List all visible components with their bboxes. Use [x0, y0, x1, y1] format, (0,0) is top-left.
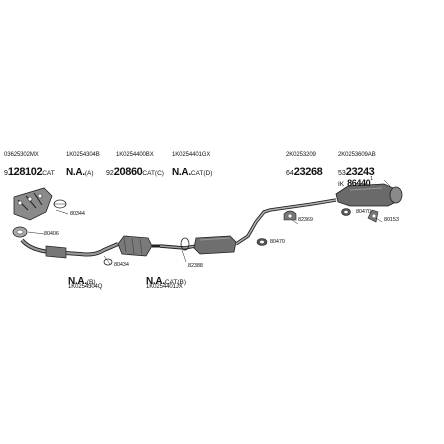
part-ref: 03625302MX	[4, 152, 39, 158]
bottom-group-2: 1K0254401JX	[146, 284, 183, 290]
intermediate-pipe	[159, 244, 197, 250]
part-ref: 1K0254401GX	[172, 152, 211, 158]
code-80470-b: 80470	[356, 209, 371, 215]
part-ref: IK	[338, 181, 345, 188]
front-pipe	[20, 238, 119, 259]
qty: 92	[106, 170, 114, 177]
hanger-80153	[367, 209, 379, 223]
group-4-values: N.A.CAT(D)	[172, 163, 212, 179]
not-available: N.A.	[68, 276, 87, 287]
hanger-80470-b	[341, 208, 351, 216]
code-80406: 80406	[44, 231, 59, 237]
group-1-values: 9128102CAT	[4, 163, 55, 179]
part-number: 86440	[347, 178, 371, 188]
group-5-values: 6423268	[286, 163, 323, 179]
part-type: (A)	[84, 170, 94, 177]
group-6: 2K0253609AB	[338, 152, 376, 158]
exhaust-manifold	[13, 187, 53, 221]
leader-82388	[181, 249, 187, 263]
qty: 9	[4, 170, 8, 177]
group-2: 1K0254304B	[66, 152, 100, 158]
leader-80153	[375, 217, 383, 223]
part-number: 23268	[293, 166, 323, 178]
qty: 53	[338, 170, 346, 177]
clamp-80434	[103, 258, 113, 266]
group-1: 03625302MX	[4, 152, 39, 158]
code-80434: 80434	[114, 262, 129, 268]
leader-80434	[103, 255, 111, 265]
code-80470-a: 80470	[270, 239, 285, 245]
leader-86440	[383, 179, 391, 187]
hanger-82369	[283, 210, 297, 221]
part-ref: 1K0254400BX	[116, 152, 154, 158]
group-3: 1K0254400BX	[116, 152, 154, 158]
not-available: N.A.	[66, 167, 85, 178]
group-3-values: 9220860CAT(C)	[106, 163, 164, 179]
leader-80406	[27, 231, 45, 235]
part-type: CAT(D)	[190, 170, 213, 177]
part-number-lead: 1	[7, 166, 14, 178]
part-ref: 1K0254401JX	[146, 284, 183, 290]
part-number: 23243	[345, 166, 375, 178]
catalytic-converter	[117, 235, 160, 257]
qty: 64	[286, 170, 294, 177]
bottom-group-1-values: N.A.(B)	[68, 272, 95, 288]
rear-pipe	[235, 198, 337, 246]
leader-80344	[55, 209, 69, 215]
bottom-group-2-values: N.A.CAT(B)	[146, 272, 186, 288]
qty-suffix: 1	[370, 175, 373, 182]
part-ref: 1K0254304B	[66, 152, 100, 158]
hanger-80470-a	[256, 238, 268, 246]
front-flange	[12, 226, 28, 238]
middle-silencer	[193, 235, 237, 255]
clamp-82388	[180, 237, 190, 251]
manifold-gasket	[53, 199, 67, 209]
part-type: CAT(B)	[164, 279, 186, 286]
rear-silencer	[335, 183, 403, 207]
code-80344: 80344	[70, 211, 85, 217]
part-ref: 2K0253209	[286, 152, 316, 158]
leader-82369	[291, 219, 299, 225]
code-80153: 80153	[384, 217, 399, 223]
group-5: 2K0253209	[286, 152, 316, 158]
group-4: 1K0254401GX	[172, 152, 210, 158]
part-type: CAT(C)	[142, 170, 164, 177]
not-available: N.A.	[146, 276, 165, 287]
part-number: 28102	[13, 166, 43, 178]
part-ref: 2K0253609AB	[338, 152, 376, 158]
part-type: CAT	[42, 170, 55, 177]
part-number: 20860	[113, 166, 143, 178]
part-type: (B)	[86, 279, 96, 286]
code-82388: 82388	[188, 263, 203, 269]
group-2-values: N.A.(A)	[66, 163, 93, 179]
group-6-values: 5323243	[338, 163, 375, 179]
code-82369: 82369	[298, 217, 313, 223]
bottom-group-1: 1K0254304Q	[68, 284, 102, 290]
not-available: N.A.	[172, 167, 191, 178]
part-ref: 1K0254304Q	[68, 284, 103, 290]
